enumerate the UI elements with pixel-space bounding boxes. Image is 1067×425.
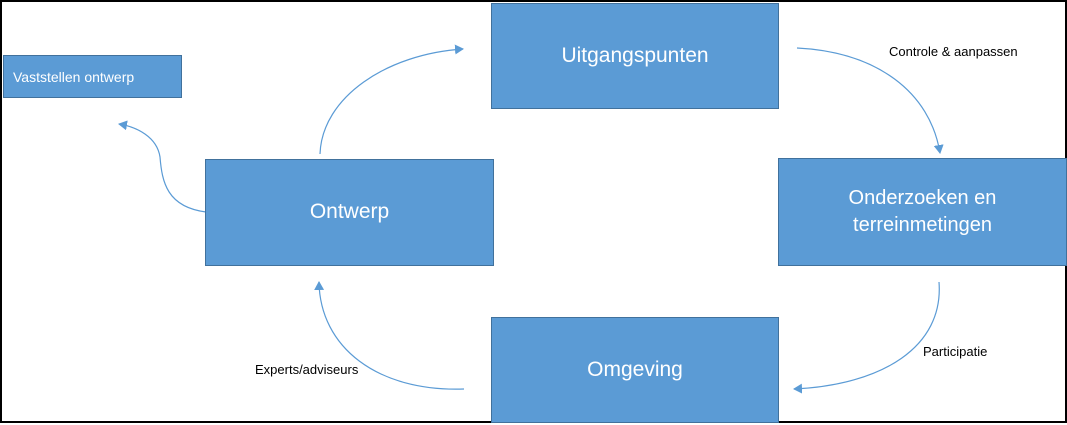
arrow-uitgangspunten-to-onderzoeken (796, 47, 944, 154)
arrow-ontwerp-to-uitgangspunten (319, 44, 464, 155)
node-onderzoeken-en-terreinmetingen: Onderzoeken en terreinmetingen (778, 158, 1067, 266)
edge-label-experts-adviseurs: Experts/adviseurs (255, 362, 359, 377)
arrow-omgeving-to-ontwerp (314, 281, 465, 390)
node-vaststellen-label: Vaststellen ontwerp (13, 68, 135, 85)
arrow-ontwerp-to-vaststellen (118, 120, 207, 213)
node-ontwerp: Ontwerp (205, 159, 494, 266)
edge-label-controle-aanpassen: Controle & aanpassen (889, 44, 1018, 59)
node-onderzoeken-label: Onderzoeken en terreinmetingen (848, 187, 997, 236)
node-uitgangspunten: Uitgangspunten (491, 3, 779, 109)
edge-label-participatie: Participatie (923, 344, 988, 359)
arrow-onderzoeken-to-omgeving (793, 281, 940, 394)
node-omgeving-label: Omgeving (587, 357, 683, 381)
node-ontwerp-label: Ontwerp (309, 200, 390, 224)
node-uitgangspunten-label: Uitgangspunten (561, 43, 709, 67)
node-vaststellen-ontwerp: Vaststellen ontwerp (3, 55, 182, 98)
node-omgeving: Omgeving (491, 317, 779, 423)
